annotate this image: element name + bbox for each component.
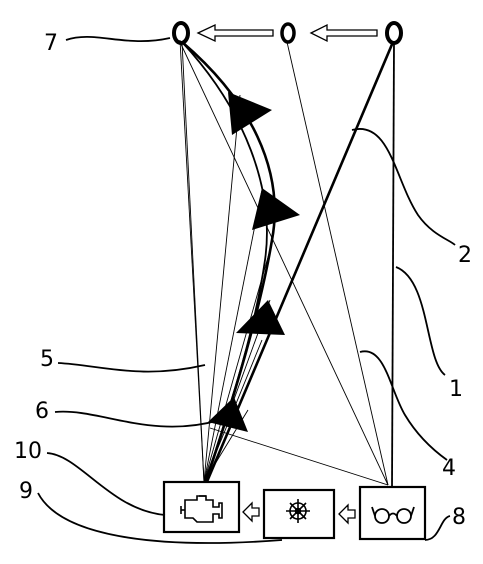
leader-10 bbox=[46, 452, 166, 516]
label-9: 9 bbox=[19, 479, 33, 504]
leader-6 bbox=[54, 410, 221, 428]
arrow-steering-to-engine bbox=[242, 501, 260, 523]
leader-4 bbox=[359, 350, 448, 461]
eye-box bbox=[358, 485, 427, 541]
engine-icon bbox=[180, 495, 223, 523]
arrow-eye-to-steering bbox=[338, 503, 356, 525]
label-1: 1 bbox=[449, 377, 463, 402]
observer-lines bbox=[179, 41, 389, 486]
leader-1 bbox=[395, 266, 446, 376]
leader-9 bbox=[37, 492, 283, 544]
triangle-marker-1 bbox=[228, 92, 272, 135]
label-2: 2 bbox=[458, 243, 472, 268]
engine-box bbox=[162, 480, 241, 534]
label-5: 5 bbox=[40, 347, 54, 372]
triangle-marker-2 bbox=[252, 188, 300, 230]
label-6: 6 bbox=[35, 399, 49, 424]
label-8: 8 bbox=[452, 505, 466, 530]
leader-8 bbox=[424, 515, 451, 541]
leader-7 bbox=[65, 36, 171, 42]
node-middle bbox=[280, 22, 296, 44]
glasses-icon bbox=[371, 506, 415, 524]
label-7: 7 bbox=[44, 31, 58, 56]
label-4: 4 bbox=[442, 456, 456, 481]
top-nodes bbox=[172, 21, 403, 45]
node-left bbox=[172, 21, 190, 45]
labels: 7 2 1 4 5 6 10 9 8 bbox=[14, 31, 472, 530]
steering-wheel-icon bbox=[286, 499, 310, 523]
arrow-right-to-middle bbox=[309, 23, 378, 43]
leader-5 bbox=[57, 362, 206, 373]
line-1 bbox=[391, 41, 395, 488]
arrow-middle-to-left bbox=[196, 23, 274, 43]
triangle-marker-4 bbox=[208, 397, 248, 432]
label-10: 10 bbox=[14, 439, 42, 464]
leader-lines bbox=[37, 36, 456, 544]
node-right bbox=[385, 21, 403, 45]
steering-box bbox=[262, 488, 336, 540]
triangle-marker-3 bbox=[236, 300, 285, 335]
leader-2 bbox=[351, 128, 456, 246]
